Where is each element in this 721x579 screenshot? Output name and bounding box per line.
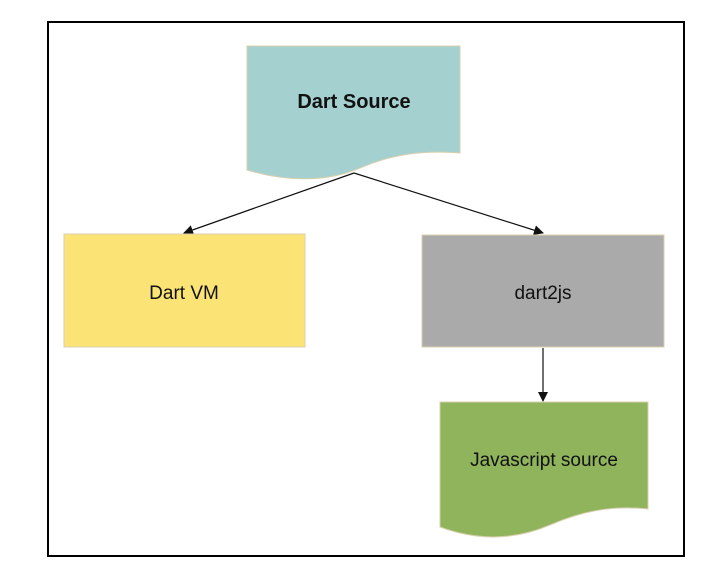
edge-dart-source-to-dart2js — [353, 172, 544, 236]
node-dart-source-label: Dart Source — [297, 91, 410, 113]
node-dart-vm-shape — [63, 233, 306, 348]
node-dart-vm-label: Dart VM — [149, 283, 219, 304]
node-dart-vm: Dart VM — [63, 233, 306, 348]
node-dart-source-shape — [246, 45, 461, 180]
node-dart2js: dart2js — [421, 234, 665, 348]
node-javascript-source: Javascript source — [439, 401, 649, 538]
node-javascript-source-shape — [439, 401, 649, 538]
node-dart-source: Dart Source — [246, 45, 461, 180]
node-javascript-source-label: Javascript source — [470, 450, 618, 471]
edge-dart-source-to-dart-vm — [183, 172, 355, 235]
node-dart2js-shape — [421, 234, 665, 348]
node-dart2js-label: dart2js — [514, 283, 571, 304]
